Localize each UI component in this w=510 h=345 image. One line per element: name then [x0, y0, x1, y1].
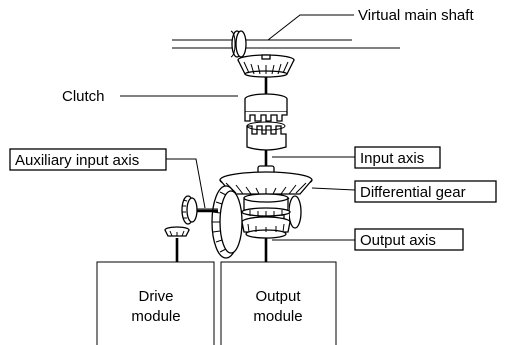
label-differential-gear: Differential gear	[311, 180, 497, 203]
label-auxiliary-input-axis: Auxiliary input axis	[9, 148, 206, 209]
clutch-label: Clutch	[62, 88, 105, 105]
virtual-main-shaft-label: Virtual main shaft	[358, 7, 474, 24]
input-axis-label: Input axis	[360, 150, 424, 167]
label-virtual-main-shaft: Virtual main shaft	[267, 7, 474, 41]
auxiliary-input-axis-label: Auxiliary input axis	[15, 152, 139, 169]
output-module: Output module	[220, 261, 337, 345]
clutch-upper	[244, 93, 288, 122]
label-clutch: Clutch	[62, 88, 238, 105]
drive-module: Drive module	[96, 261, 215, 345]
output-axis-label: Output axis	[360, 232, 436, 249]
drive-module-label-line2: module	[131, 308, 180, 325]
differential-gear-label: Differential gear	[360, 184, 466, 201]
label-input-axis: Input axis	[272, 146, 441, 169]
main-shaft-bevel-gear	[237, 54, 295, 78]
drive-module-label-line1: Drive	[138, 288, 173, 305]
output-module-label-line1: Output	[255, 288, 301, 305]
differential-gear-assembly	[211, 165, 313, 259]
output-module-label-line2: module	[253, 308, 302, 325]
clutch-lower	[246, 121, 287, 151]
label-output-axis: Output axis	[272, 228, 464, 251]
virtual-main-shaft	[172, 30, 400, 58]
auxiliary-input-assembly	[164, 195, 218, 262]
